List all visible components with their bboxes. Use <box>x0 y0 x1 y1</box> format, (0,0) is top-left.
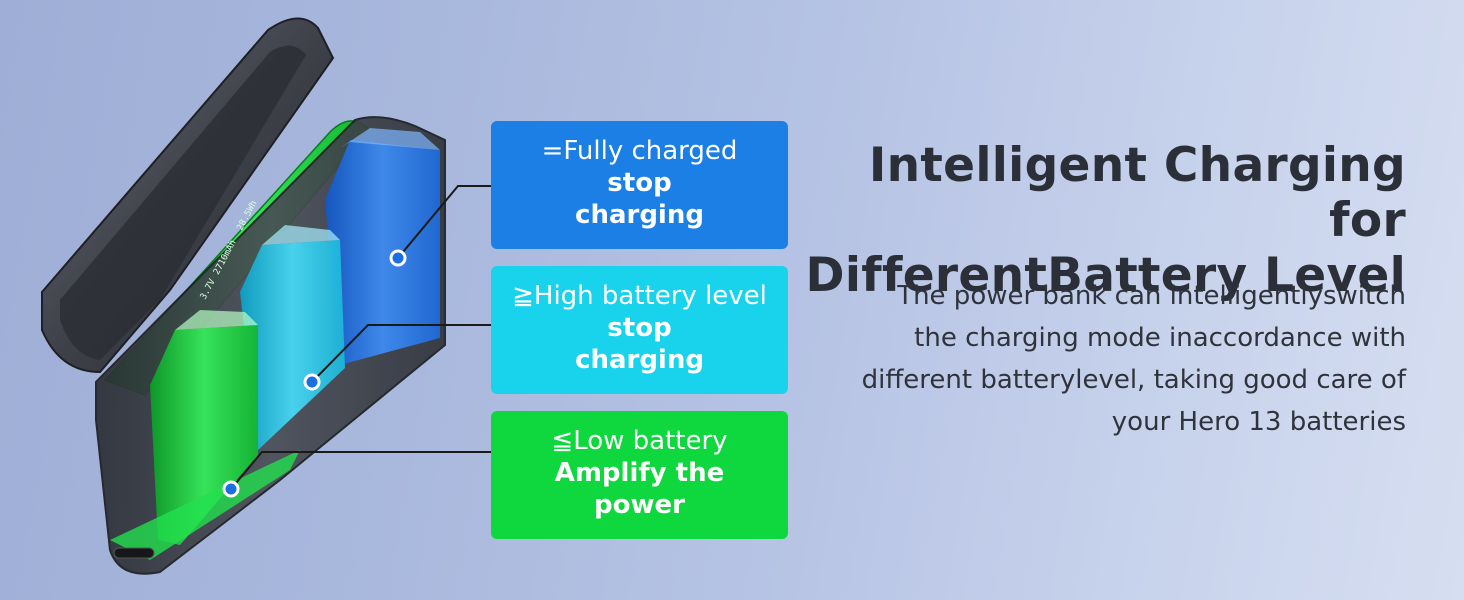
description-line: different batterylevel, taking good care… <box>861 365 1406 395</box>
charging-case-illustration: 3.7V 2710mAh 28.5Wh <box>41 17 491 575</box>
indicator-dot-low <box>222 480 240 498</box>
callout-title: Fully charged <box>563 136 738 166</box>
connector-low <box>230 451 491 490</box>
callout-title: High battery level <box>533 281 767 311</box>
callout-action: stop charging <box>575 168 704 230</box>
connector-high <box>311 324 491 383</box>
headline-line-1: Intelligent Charging for <box>868 138 1406 248</box>
callout-low-battery: ≦Low battery Amplify the power <box>491 411 788 539</box>
callout-symbol: = <box>541 136 564 166</box>
green-battery <box>150 325 258 545</box>
connector-fully <box>397 185 491 259</box>
description-line: your Hero 13 batteries <box>1111 407 1406 437</box>
headline-line-2: DifferentBattery Level <box>805 248 1406 303</box>
case-lid-inner <box>60 45 306 360</box>
cyan-battery <box>240 240 345 450</box>
headline: Intelligent Charging for DifferentBatter… <box>786 138 1406 303</box>
indicator-dot-high <box>303 373 321 391</box>
callout-title: Low battery <box>573 426 728 456</box>
callout-symbol: ≧ <box>512 281 534 311</box>
blue-battery <box>325 140 440 365</box>
callout-high-battery: ≧High battery level stop charging <box>491 266 788 394</box>
description: The power bank can intelligentlyswitch t… <box>786 275 1406 443</box>
indicator-dot-fully <box>389 249 407 267</box>
callout-action: Amplify the power <box>554 458 725 520</box>
callout-action: stop charging <box>575 313 704 375</box>
description-line: the charging mode inaccordance with <box>914 323 1406 353</box>
usb-port <box>113 547 155 559</box>
callout-symbol: ≦ <box>551 426 574 456</box>
callout-fully-charged: =Fully charged stop charging <box>491 121 788 249</box>
description-line: The power bank can intelligentlyswitch <box>897 281 1406 311</box>
